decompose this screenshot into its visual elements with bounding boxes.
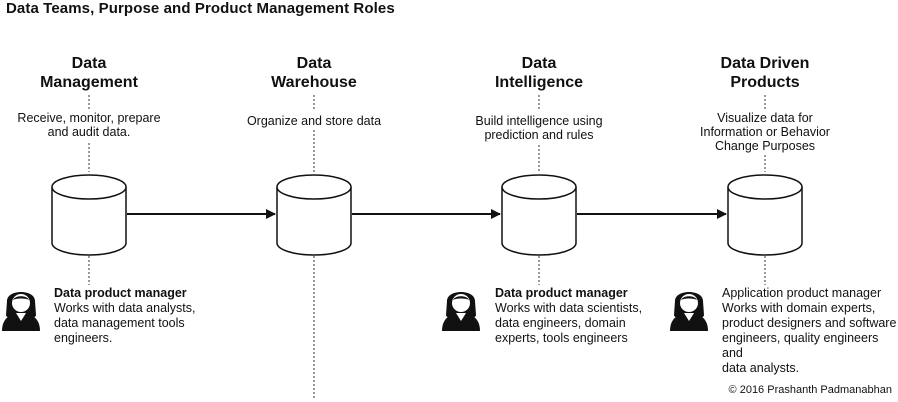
role-line: Works with domain experts, [722,301,876,315]
role-line: engineers, quality engineers and [722,331,879,360]
column-description-4: Visualize data for Information or Behavi… [680,111,850,153]
role-title: Data product manager [495,286,628,300]
description-line: Receive, monitor, prepare [17,111,161,125]
person-icons [2,292,708,331]
person-icon-1 [2,292,40,331]
column-title-data-warehouse: Data Warehouse [234,54,394,92]
role-block-3: Application product manager Works with d… [722,286,898,376]
column-title-line: Products [730,74,800,91]
column-title-line: Data Driven [720,55,810,72]
column-title-data-intelligence: Data Intelligence [459,54,619,92]
database-icon-2 [276,174,352,256]
database-icon-1 [51,174,127,256]
role-title: Application product manager [722,286,882,300]
page-title: Data Teams, Purpose and Product Manageme… [6,0,395,17]
column-title-line: Data [521,55,557,72]
dashed-connectors [88,95,766,400]
column-description-2: Organize and store data [229,114,399,128]
role-block-1: Data product manager Works with data ana… [54,286,196,346]
description-line: Change Purposes [714,139,816,153]
column-description-1: Receive, monitor, prepare and audit data… [4,111,174,139]
column-title-line: Warehouse [271,74,357,91]
description-line: Organize and store data [246,114,382,128]
role-line: engineers. [54,331,113,345]
column-title-line: Management [40,74,138,91]
description-line: Build intelligence using [475,114,603,128]
column-title-line: Data [296,55,332,72]
description-line: Information or Behavior [700,125,830,139]
column-title-data-driven-products: Data Driven Products [685,54,845,92]
role-line: Works with data analysts, [54,301,196,315]
column-title-line: Intelligence [494,74,584,91]
person-icon-2 [442,292,480,331]
role-line: data management tools [54,316,185,330]
database-icon-4 [727,174,803,256]
role-line: data analysts. [722,361,800,375]
role-line: product designers and software [722,316,897,330]
description-line: and audit data. [47,125,131,139]
column-title-data-management: Data Management [9,54,169,92]
role-line: data engineers, domain [495,316,626,330]
description-line: prediction and rules [484,128,594,142]
column-description-3: Build intelligence using prediction and … [454,114,624,142]
copyright-notice: © 2016 Prashanth Padmanabhan [728,384,892,396]
column-title-line: Data [71,55,107,72]
database-icon-3 [501,174,577,256]
person-icon-3 [670,292,708,331]
role-line: Works with data scientists, [495,301,643,315]
role-title: Data product manager [54,286,187,300]
database-cylinders [51,174,803,256]
description-line: Visualize data for [717,111,813,125]
role-line: experts, tools engineers [495,331,628,345]
role-block-2: Data product manager Works with data sci… [495,286,642,346]
